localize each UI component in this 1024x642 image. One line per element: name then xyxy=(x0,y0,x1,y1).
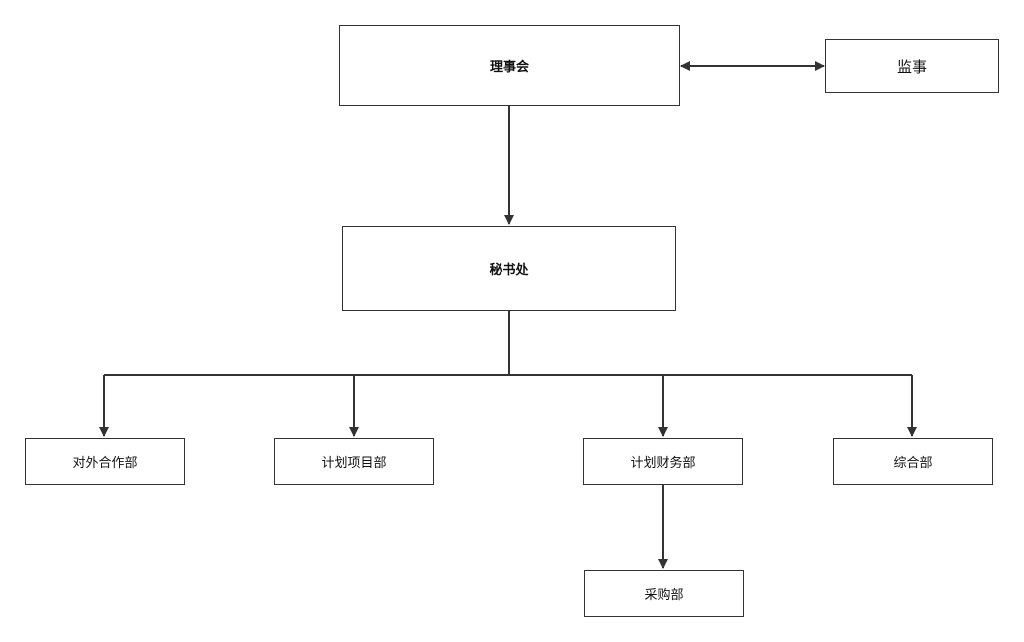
node-planning-finance: 计划财务部 xyxy=(583,438,743,485)
node-supervisor: 监事 xyxy=(825,39,999,93)
node-planning-projects: 计划项目部 xyxy=(274,438,434,485)
node-general-affairs: 综合部 xyxy=(833,438,993,485)
node-external-cooperation: 对外合作部 xyxy=(25,438,185,485)
node-procurement: 采购部 xyxy=(584,570,744,617)
node-secretariat: 秘书处 xyxy=(342,226,676,311)
node-council: 理事会 xyxy=(339,25,680,106)
